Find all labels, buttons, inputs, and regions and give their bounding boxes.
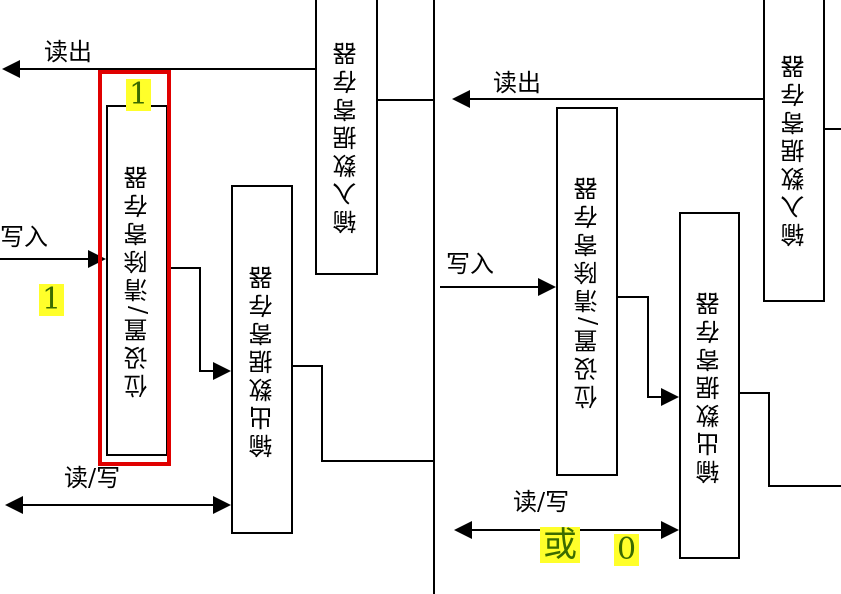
left-output-arrowhead: [213, 362, 231, 380]
right-bit-register-label: 位设置/清除寄存器: [573, 173, 602, 410]
left-rw-arrowhead-right: [213, 496, 231, 514]
left-highlight-top-value: 1: [126, 79, 152, 111]
right-rw-arrowhead-left: [454, 521, 472, 539]
left-input-data-register: 输入数据寄存器: [315, 0, 378, 275]
left-output-data-register: 输出数据寄存器: [231, 185, 293, 534]
right-input-data-register: 输入数据寄存器: [763, 0, 825, 302]
left-write-label: 写入: [0, 223, 48, 251]
right-highlight-zero: 0: [614, 534, 640, 566]
right-write-arrowhead: [538, 278, 556, 296]
left-bit-to-output: [168, 267, 218, 372]
right-highlight-or: 或: [540, 527, 580, 563]
right-input-register-label: 输入数据寄存器: [780, 51, 809, 247]
left-highlight-write-value: 1: [39, 284, 65, 316]
left-output-to-right: [291, 365, 434, 462]
right-bit-set-clear-register: 位设置/清除寄存器: [556, 107, 618, 476]
left-read-arrowhead: [2, 60, 20, 78]
right-read-label: 读出: [493, 69, 541, 97]
right-output-register-label: 输出数据寄存器: [696, 287, 724, 484]
right-read-arrowhead: [452, 90, 470, 108]
left-rw-arrowhead-left: [5, 496, 23, 514]
right-bit-to-output: [617, 296, 666, 398]
left-highlight-frame: [98, 70, 171, 466]
left-output-register-label: 输出数据寄存器: [248, 261, 277, 458]
left-rw-label: 读/写: [64, 464, 121, 492]
left-read-label: 读出: [44, 38, 92, 66]
left-write-arrowhead: [88, 250, 106, 268]
right-output-data-register: 输出数据寄存器: [679, 212, 740, 559]
right-output-to-right: [738, 392, 841, 487]
left-input-register-label: 输入数据寄存器: [333, 37, 361, 234]
right-rw-arrowhead-right: [661, 521, 679, 539]
right-output-arrowhead: [661, 388, 679, 406]
right-write-label: 写入: [446, 250, 494, 278]
right-rw-label: 读/写: [513, 488, 570, 516]
